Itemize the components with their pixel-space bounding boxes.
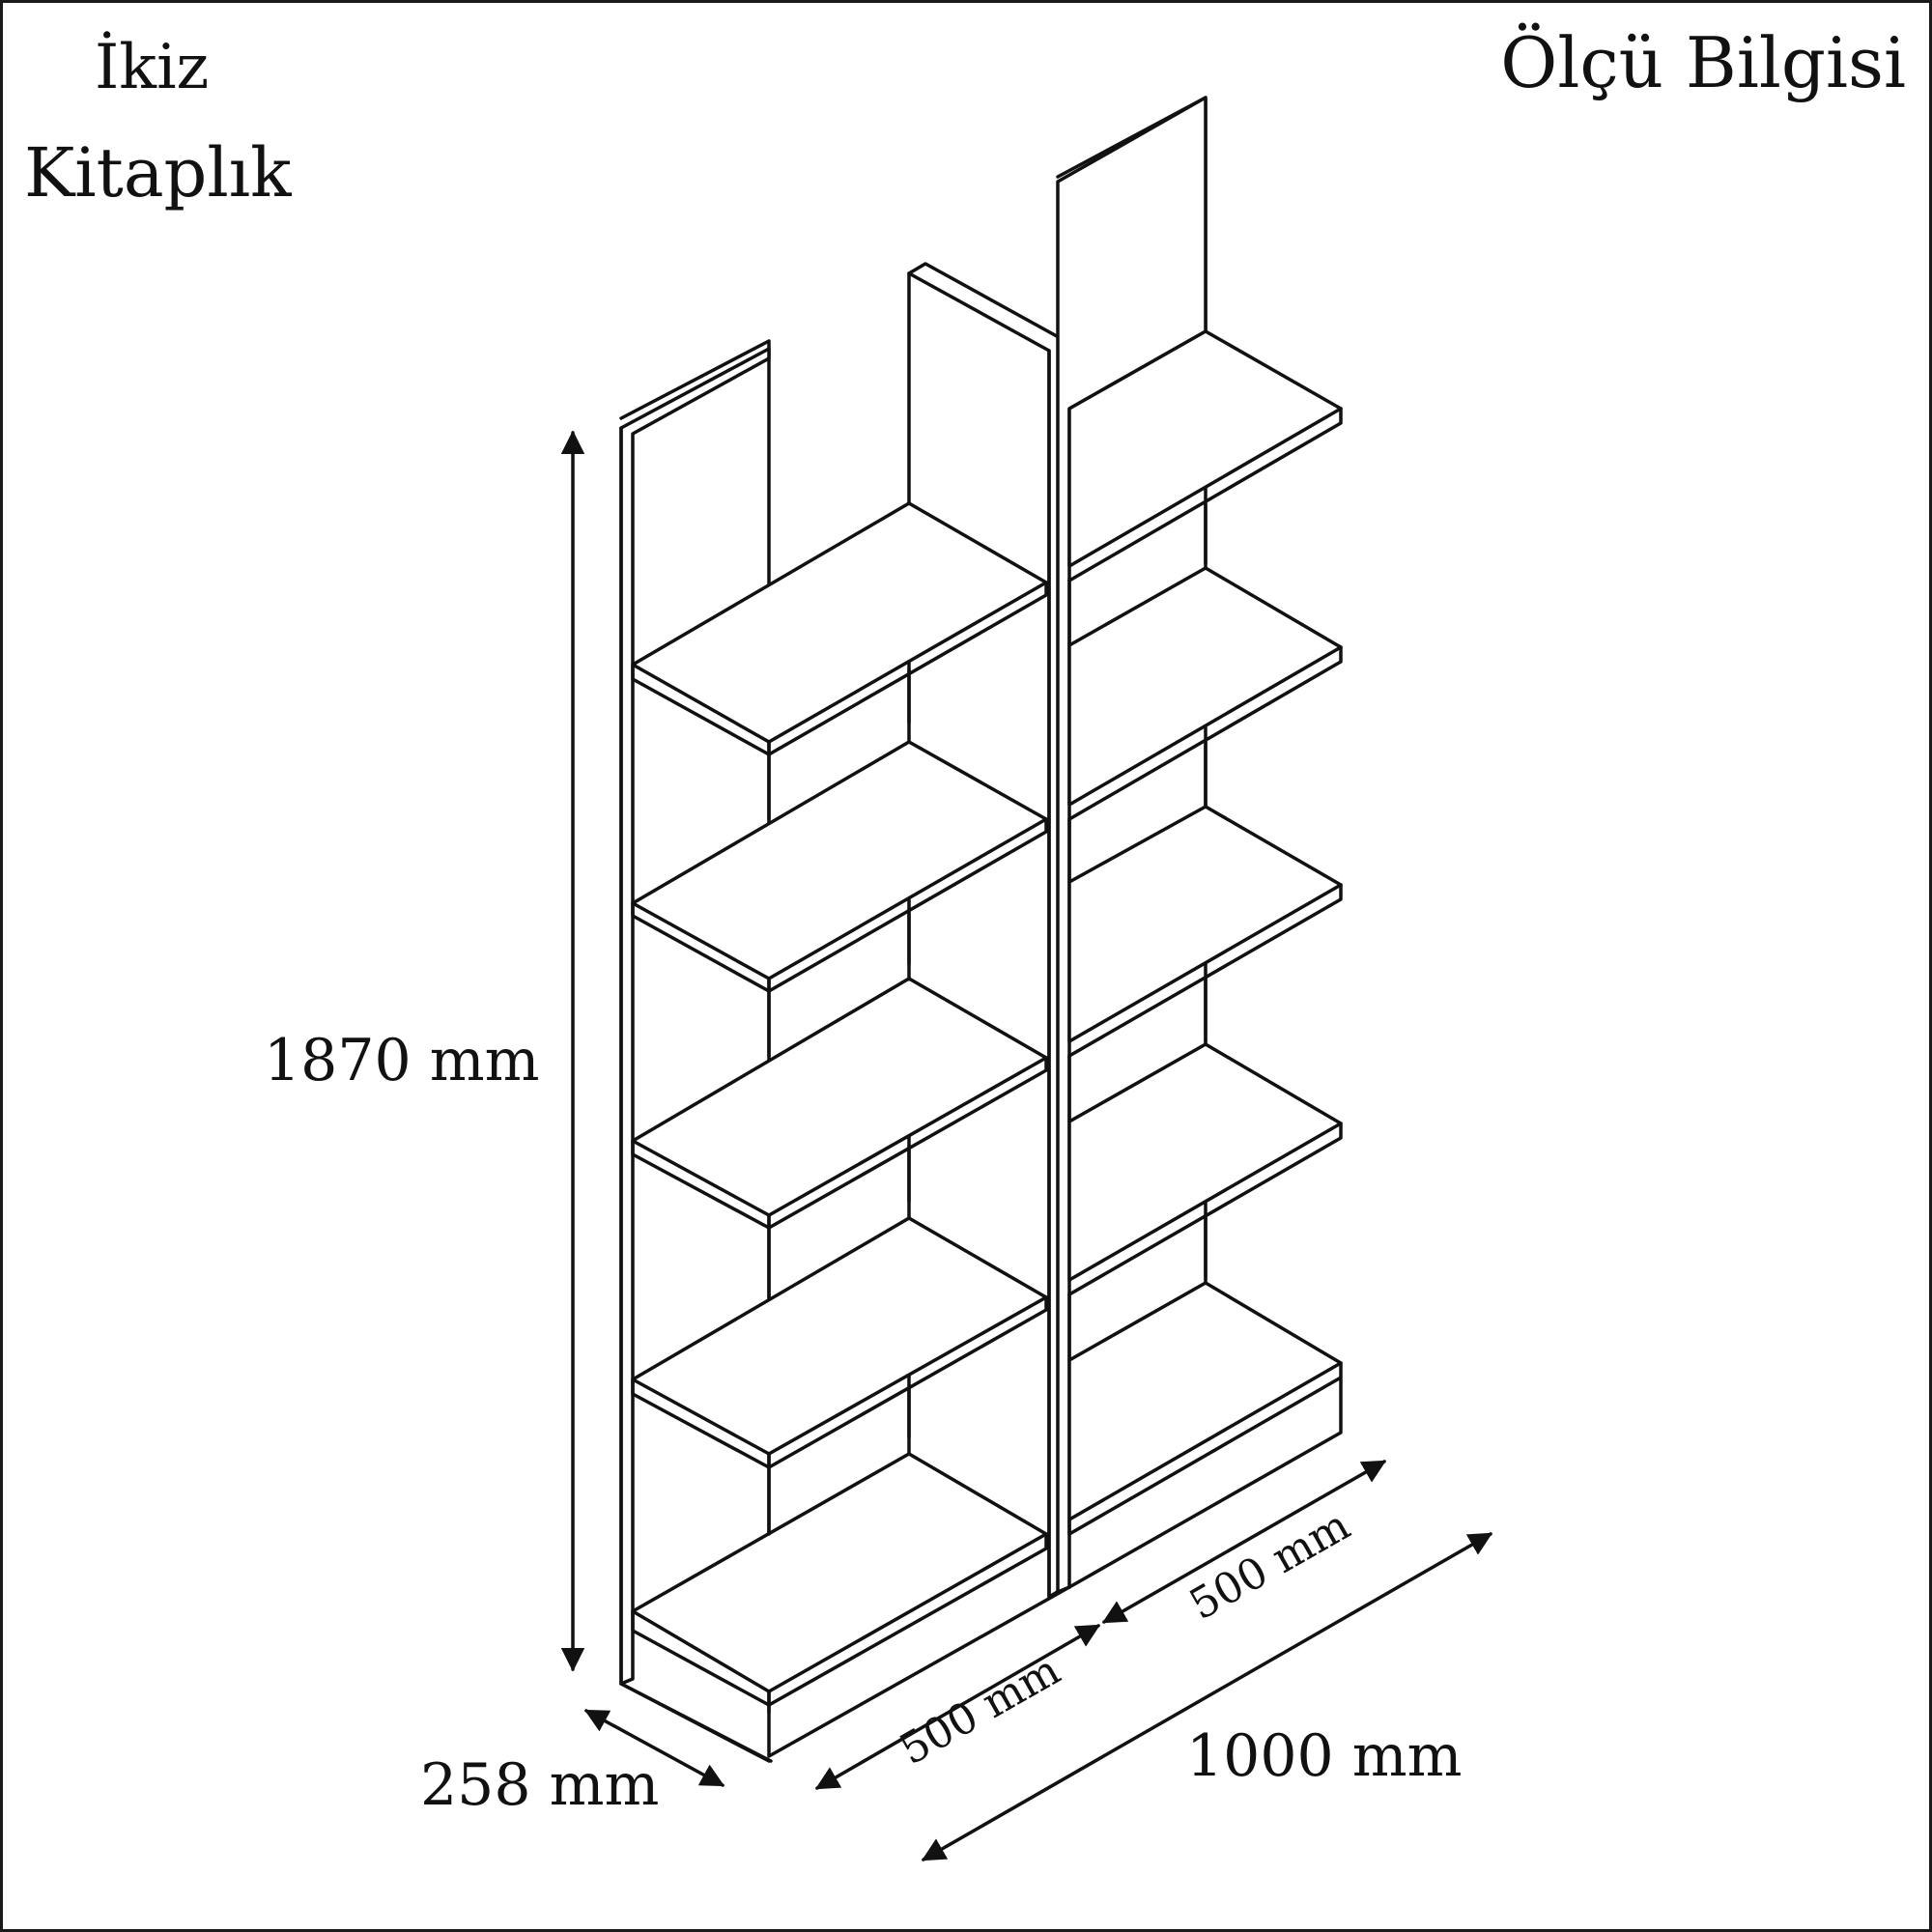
left-shelves	[631, 501, 1048, 1707]
left-shelf-3	[631, 977, 1048, 1217]
total-width-label: 1000 mm	[1186, 1722, 1463, 1790]
depth-arrow	[583, 1709, 725, 1787]
total-width-arrow	[921, 1532, 1493, 1861]
dimension-arrows	[560, 430, 1493, 1861]
left-shelf-4	[631, 1216, 1048, 1456]
title-line-2: Kitaplık	[24, 133, 292, 213]
title-line-1: İkiz	[95, 32, 210, 103]
subtitle: Ölçü Bilgisi	[1500, 22, 1906, 103]
left-shelf-bottom	[631, 1452, 1048, 1693]
left-shelf-2	[631, 740, 1048, 980]
height-label: 1870 mm	[264, 1027, 540, 1094]
depth-label: 258 mm	[420, 1751, 660, 1819]
left-back-panel	[619, 339, 771, 1715]
left-side-panel	[619, 347, 771, 1686]
right-back-rails	[1067, 503, 1208, 1362]
bookshelf-drawing	[560, 96, 1493, 1861]
right-shelves	[1067, 329, 1343, 1589]
left-back-rails	[767, 668, 911, 1536]
middle-divider	[907, 262, 1067, 1599]
left-shelf-1	[631, 501, 1048, 744]
